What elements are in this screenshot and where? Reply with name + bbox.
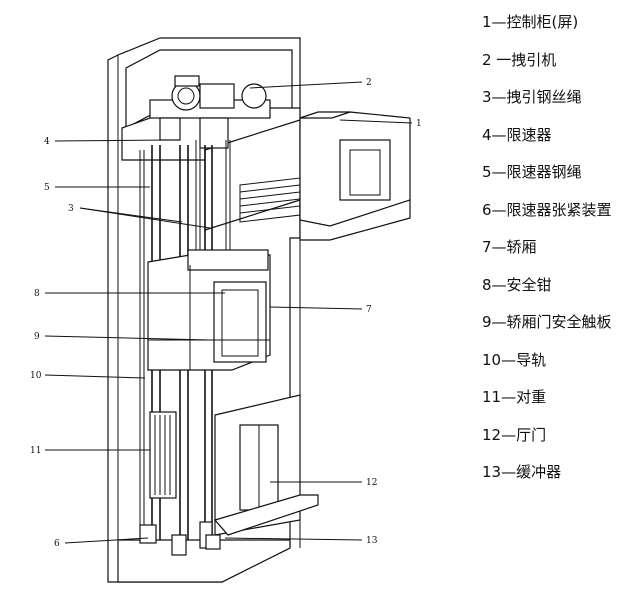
landing-door (213, 394, 319, 536)
legend-item: 4—限速器 (482, 125, 552, 144)
callout-11: 11 (30, 446, 41, 456)
legend-item: 1—控制柜(屏) (482, 13, 579, 31)
callout-leaders (44, 81, 413, 544)
legend-item: 12—厅门 (482, 425, 547, 444)
legend-item: 8—安全钳 (482, 275, 552, 294)
legend-item: 10—导轨 (482, 350, 547, 369)
legend-item: 5—限速器钢绳 (482, 163, 582, 181)
callout-3: 3 (68, 204, 74, 214)
component-legend: 1—控制柜(屏) 2 一拽引机 3—拽引钢丝绳 4—限速器 5—限速器钢绳 6—… (482, 8, 634, 496)
legend-item: 6—限速器张紧装置 (482, 200, 612, 219)
elevator-car (147, 249, 271, 371)
callout-10: 10 (30, 371, 42, 381)
callout-6: 6 (54, 539, 60, 549)
legend-item: 3—拽引钢丝绳 (482, 88, 582, 106)
elevator-structure-diagram: 1 2 3 4 5 6 7 8 9 10 11 12 13 (30, 37, 422, 583)
callout-7: 7 (366, 305, 372, 315)
callout-2: 2 (366, 78, 372, 88)
callout-1: 1 (416, 119, 422, 129)
legend-item: 7—轿厢 (482, 238, 537, 256)
callout-labels: 1 2 3 4 5 6 7 8 9 10 11 12 13 (30, 78, 422, 549)
callout-13: 13 (366, 536, 378, 546)
traction-machine (149, 75, 271, 149)
legend-item: 11—对重 (482, 388, 547, 406)
callout-4: 4 (44, 137, 50, 147)
callout-5: 5 (44, 183, 50, 193)
callout-8: 8 (34, 289, 40, 299)
pit-equipment (117, 521, 291, 583)
counterweight (149, 411, 177, 499)
legend-item: 9—轿厢门安全触板 (482, 313, 612, 331)
callout-9: 9 (34, 332, 40, 342)
legend-item: 13—缓冲器 (482, 463, 562, 481)
legend-item: 2 一拽引机 (482, 50, 557, 69)
callout-12: 12 (366, 478, 377, 488)
